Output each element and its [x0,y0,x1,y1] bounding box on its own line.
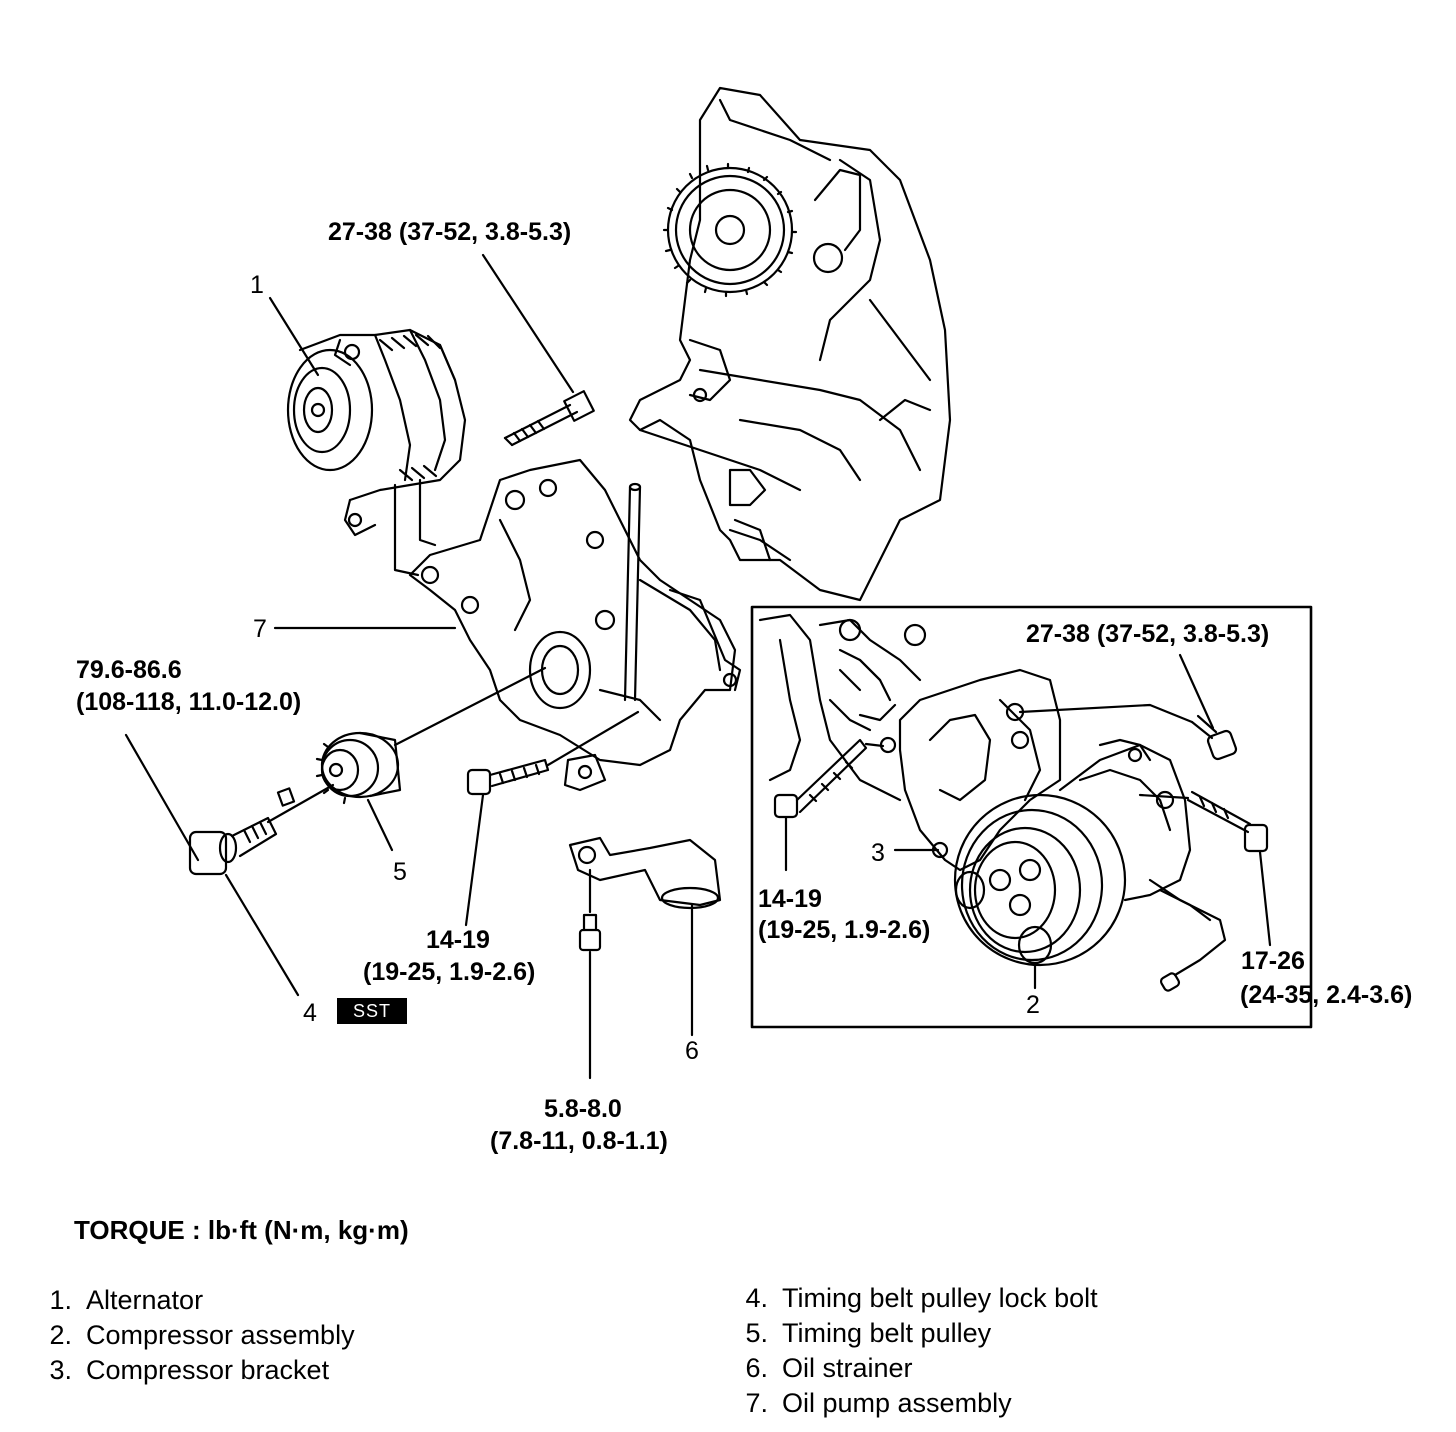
alternator-bolt [503,390,595,447]
inset-bolt-right-alignment [1138,793,1190,800]
legend-item-label: Timing belt pulley [782,1318,992,1348]
alternator [286,328,467,537]
torque-units-heading: TORQUE : lb·ft (N·m, kg·m) [74,1215,409,1245]
legend-item: 6. Oil strainer [726,1351,1098,1386]
legend-item: 1. Alternator [30,1283,355,1318]
legend-item: 7. Oil pump assembly [726,1386,1098,1421]
timing-belt-pulley [315,731,402,805]
legend-item-label: Alternator [86,1285,204,1315]
callout-7: 7 [253,615,267,643]
inset-bolt-left-alignment [864,742,885,748]
alternator-bracket-link [393,483,420,577]
legend-item-label: Compressor bracket [86,1355,330,1385]
oil-strainer [568,836,722,910]
strainer-bolt-torque-line2: (7.8-11, 0.8-1.1) [490,1127,668,1155]
pulley-lock-bolt-torque-line2: (108-118, 11.0-12.0) [76,688,302,716]
legend-item-label: Oil pump assembly [782,1388,1012,1418]
bolt-alignment-line [266,783,335,824]
legend-item-number: 3. [49,1355,72,1385]
legend-item-number: 1. [49,1285,72,1315]
cam-sprocket [662,162,798,298]
inset-engine-detail [758,613,927,802]
oil-pump-assembly [408,458,742,767]
compressor-inset-frame [750,605,1313,1029]
legend-item: 3. Compressor bracket [30,1353,355,1388]
oil-pump-bolt [466,758,550,796]
callout-3: 3 [871,839,885,867]
callout-4: 4 [303,999,317,1027]
legend-item-number: 6. [745,1353,768,1383]
pulley-lock-bolt-torque-line1: 79.6-86.6 [76,656,182,684]
callout-2: 2 [1026,991,1040,1019]
legend-item-label: Timing belt pulley lock bolt [782,1283,1098,1313]
compressor-assembly [953,738,1227,992]
parts-legend-right: 4. Timing belt pulley lock bolt 5. Timing … [726,1281,1098,1421]
engine-block [628,86,952,602]
compressor-right-bolt-torque-line1: 17-26 [1241,947,1305,975]
legend-item-label: Compressor assembly [86,1320,355,1350]
legend-item-number: 4. [745,1283,768,1313]
strainer-bolt [578,913,602,952]
alternator-bolt-torque: 27-38 (37-52, 3.8-5.3) [328,218,572,246]
pulley-alignment-line [393,666,547,747]
leader-1 [268,296,320,377]
sst-badge: SST [337,998,407,1024]
legend-item: 5. Timing belt pulley [726,1316,1098,1351]
inset-bolt-top-alignment [1018,703,1194,724]
parts-legend-left: 1. Alternator 2. Compressor assembly 3. Com… [30,1283,355,1388]
legend-item-number: 5. [745,1318,768,1348]
leader-4 [224,873,300,997]
callout-5: 5 [393,858,407,886]
compressor-top-bolt-torque: 27-38 (37-52, 3.8-5.3) [1026,620,1270,648]
leader-lock-bolt-torque [124,733,200,862]
pulley-key [276,787,296,807]
legend-item: 2. Compressor assembly [30,1318,355,1353]
leader-5 [366,798,394,852]
dipstick-tube [623,482,642,702]
compressor-left-bolt-torque-line2: (19-25, 1.9-2.6) [758,916,931,944]
leader-inset-top-bolt [1178,653,1215,730]
legend-item: 4. Timing belt pulley lock bolt [726,1281,1098,1316]
callout-6: 6 [685,1037,699,1065]
legend-item-number: 2. [49,1320,72,1350]
compressor-bracket [879,668,1062,872]
inset-bolt-left [773,738,868,819]
callout-1: 1 [250,271,264,299]
legend-item-label: Oil strainer [782,1353,913,1383]
alternator-bracket-link-2 [418,478,437,547]
inset-bolt-right [1186,790,1269,853]
pump-bolt-torque-line2: (19-25, 1.9-2.6) [363,958,536,986]
leader-inset-right-bolt [1258,850,1272,947]
compressor-left-bolt-torque-line1: 14-19 [758,885,822,913]
inset-bolt-top [1190,714,1238,761]
compressor-right-bolt-torque-line2: (24-35, 2.4-3.6) [1240,981,1413,1009]
pump-bolt-alignment-line [546,710,640,767]
strainer-bolt-torque-line1: 5.8-8.0 [544,1095,622,1123]
pump-bolt-torque-line1: 14-19 [426,926,490,954]
legend-item-number: 7. [745,1388,768,1418]
strainer-gasket [563,753,607,792]
pulley-lock-bolt [188,816,278,876]
leader-pump-bolt [464,793,485,927]
leader-alternator-bolt [481,253,575,394]
